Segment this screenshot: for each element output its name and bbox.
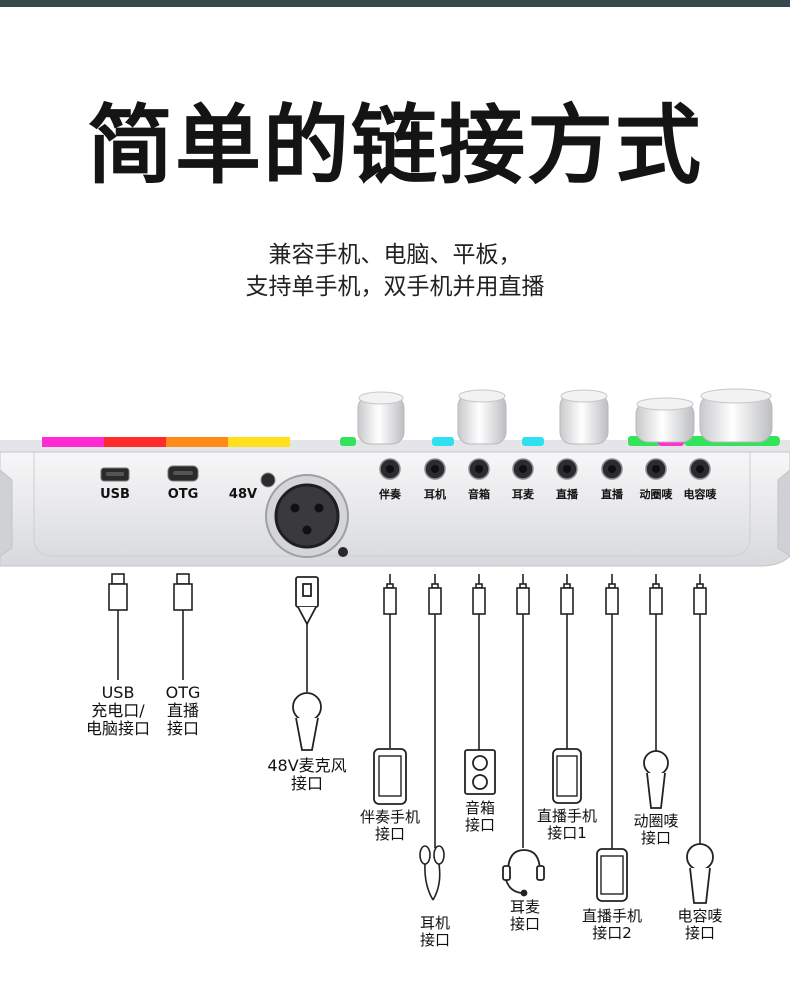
led-cyan-1 [432,437,454,446]
subtitle-line-2: 支持单手机，双手机并用直播 [245,274,545,300]
headset-connection-label: 耳麦 接口 [509,898,540,933]
otg-connection-label: OTG 直播 接口 [165,683,201,738]
led-strip [42,437,290,447]
dynamic-mic-icon [643,750,669,809]
page-title: 简单的链接方式 [87,96,703,196]
led-cyan-2 [522,437,544,446]
accompany-phone-icon [373,748,407,805]
knob-4 [635,397,695,443]
jack-label: 动圈唛 [639,488,673,501]
mic-48v-icon [292,692,322,751]
knob-5 [699,388,773,443]
knob-1 [357,391,405,445]
live-phone-2-icon [596,848,628,902]
speaker-connection-label: 音箱 接口 [464,799,495,834]
knob-3 [559,389,609,445]
jack-label: 直播 [556,488,578,501]
cables [108,573,707,849]
led-segment [166,437,228,447]
live1-connection-label: 直播手机 接口1 [536,807,597,842]
condenser-mic-icon [686,843,714,904]
jack-row [379,458,711,480]
headset-icon [502,849,545,897]
mic48v-connection-label: 48V麦克风 接口 [267,756,347,793]
xlr-plug-icon [295,576,319,626]
jack-label: 伴奏 [379,488,401,501]
jack-label: 耳麦 [512,488,534,501]
condenser-connection-label: 电容唛 接口 [677,907,723,942]
subtitle-line-1: 兼容手机、电脑、平板， [268,242,522,268]
led-segment [42,437,104,447]
speaker-icon [464,749,496,795]
phantom-label: 48V [228,487,258,502]
live2-connection-label: 直播手机 接口2 [581,907,642,942]
jack-label: 电容唛 [683,488,717,501]
dynamic-connection-label: 动圈唛 接口 [633,812,679,847]
usb-port-label: USB [100,487,130,502]
live-phone-1-icon [552,748,582,804]
usb-connection-label: USB 充电口/ 电脑接口 [85,683,150,738]
jack-label: 耳机 [424,488,446,501]
knob-2 [457,389,507,445]
jack-label: 音箱 [468,488,490,501]
led-green-1 [340,437,356,446]
phantom-led [260,472,276,488]
device-front-inset [33,452,751,557]
led-segment [104,437,166,447]
earphone-connection-label: 耳机 接口 [419,914,450,949]
jack-label: 直播 [601,488,623,501]
led-segment [228,437,290,447]
otg-port-label: OTG [167,487,199,502]
accompany-connection-label: 伴奏手机 接口 [359,808,420,843]
earphone-icon [419,845,445,901]
top-accent-bar [0,0,790,7]
